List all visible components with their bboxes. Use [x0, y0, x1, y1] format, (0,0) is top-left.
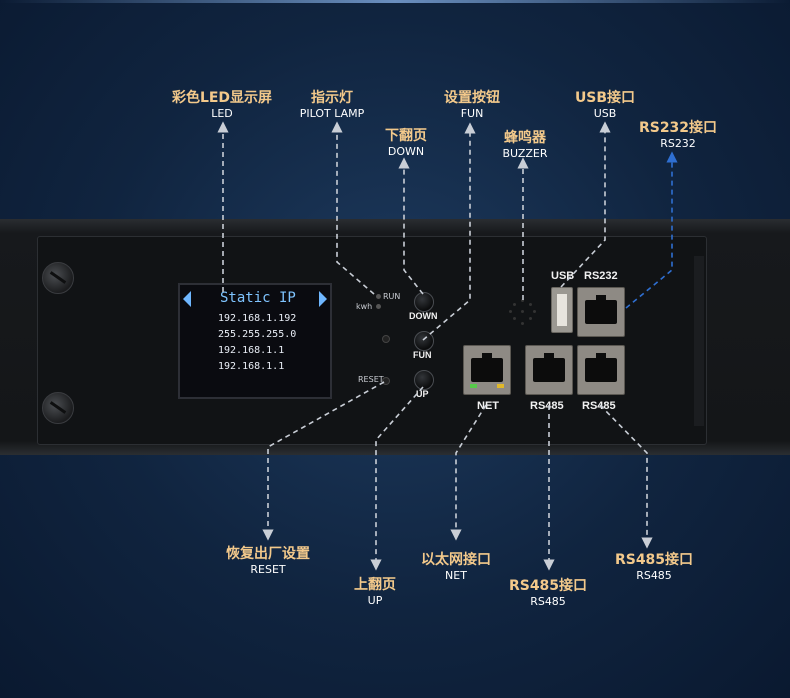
- leader-up: [370, 386, 424, 571]
- fun-button[interactable]: [414, 331, 434, 351]
- run-lamp-icon: [376, 294, 381, 299]
- leader-reset: [262, 381, 385, 541]
- rs232-panel-label: RS232: [584, 270, 618, 282]
- rs232-port[interactable]: [577, 287, 625, 337]
- leader-usb: [560, 121, 611, 288]
- callout-fun: 设置按钮 FUN: [444, 90, 500, 120]
- screen-line-1: 192.168.1.192: [218, 313, 297, 324]
- kwh-label: kwh: [356, 302, 373, 311]
- leader-down: [398, 157, 424, 295]
- up-button[interactable]: [414, 370, 434, 390]
- leader-rs485-2: [599, 404, 653, 549]
- indicator-hole-icon: [382, 335, 390, 343]
- down-button[interactable]: [414, 292, 434, 312]
- callout-down: 下翻页 DOWN: [385, 128, 427, 158]
- usb-port[interactable]: [551, 287, 573, 333]
- front-panel: [37, 236, 707, 445]
- up-panel-label: UP: [416, 389, 429, 399]
- leader-fun: [422, 122, 476, 341]
- leader-net: [450, 404, 487, 541]
- screen-title: Static IP: [220, 290, 296, 306]
- reset-panel-label: RESET: [358, 375, 384, 384]
- rail-right-cap: [694, 256, 704, 426]
- screen-line-4: 192.168.1.1: [218, 361, 285, 372]
- callout-pilot-lamp: 指示灯 PILOT LAMP: [299, 90, 365, 120]
- mount-screw-bottom: [42, 392, 74, 424]
- rs485-port-2[interactable]: [577, 345, 625, 395]
- callout-reset: 恢复出厂设置 RESET: [226, 546, 310, 576]
- callout-rs232: RS232接口 RS232: [638, 120, 718, 150]
- leader-rs232: [625, 151, 678, 309]
- screen-right-arrow-icon: [319, 291, 327, 307]
- rs485-panel-label-1: RS485: [530, 400, 564, 412]
- run-label: RUN: [383, 292, 401, 301]
- reset-pinhole[interactable]: [382, 377, 390, 385]
- callout-led: 彩色LED显示屏 LED: [171, 90, 273, 120]
- net-panel-label: NET: [477, 400, 499, 412]
- led-display: Static IP 192.168.1.192 255.255.255.0 19…: [178, 283, 332, 399]
- callout-rs485-2: RS485接口 RS485: [614, 552, 694, 582]
- callout-rs485-1: RS485接口 RS485: [508, 578, 588, 608]
- kwh-lamp-icon: [376, 304, 381, 309]
- screen-line-3: 192.168.1.1: [218, 345, 285, 356]
- callout-net: 以太网接口 NET: [421, 552, 491, 582]
- top-accent-line: [0, 0, 790, 3]
- mount-screw-top: [42, 262, 74, 294]
- buzzer-grille: [508, 297, 538, 327]
- screen-line-2: 255.255.255.0: [218, 329, 297, 340]
- screen-left-arrow-icon: [183, 291, 191, 307]
- net-port[interactable]: [463, 345, 511, 395]
- callout-buzzer: 蜂鸣器 BUZZER: [502, 130, 548, 160]
- callout-usb: USB接口 USB: [574, 90, 636, 120]
- down-panel-label: DOWN: [409, 311, 438, 321]
- callout-up: 上翻页 UP: [354, 577, 396, 607]
- rs485-panel-label-2: RS485: [582, 400, 616, 412]
- rs485-port-1[interactable]: [525, 345, 573, 395]
- leader-pilot: [331, 121, 375, 295]
- fun-panel-label: FUN: [413, 350, 432, 360]
